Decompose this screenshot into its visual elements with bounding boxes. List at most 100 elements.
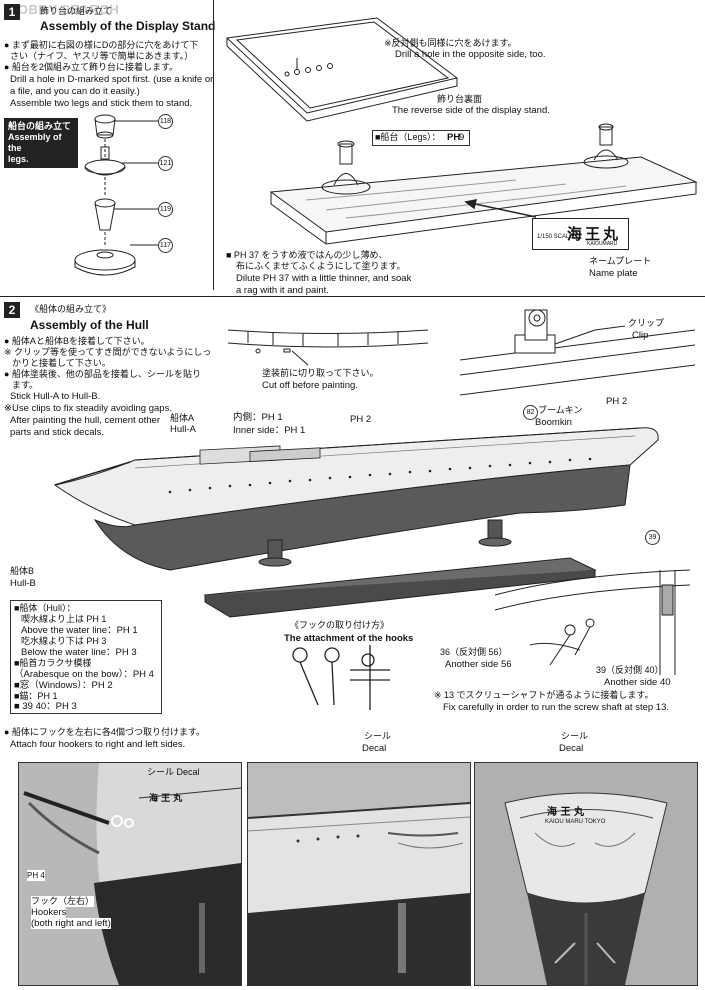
photo1-ph4: PH 4: [27, 870, 45, 881]
reverse-side-jp: 飾り台裏面: [437, 94, 483, 104]
hull-a-jp: 船体A: [170, 413, 195, 423]
photo3-ship-sub: KAIOU MARU TOKYO: [545, 819, 606, 825]
clip-detail-drawing: [459, 309, 696, 396]
step2-line-7: ※Use clips to fix steadily avoiding gaps…: [4, 403, 172, 414]
photo1-hooks-jp: フック（左右）: [31, 896, 95, 907]
step1-line-1: ● まず最初に右図の様にDの部分に穴をあけて下: [4, 40, 199, 50]
legs-box-en-2: legs.: [8, 154, 29, 164]
step2-line-9: parts and stick decals.: [10, 427, 104, 438]
legend-line-1: ■船体（Hull）：: [14, 603, 76, 613]
stand-reverse-drawing: [225, 17, 459, 122]
step1-vertical-divider: [213, 0, 214, 290]
legs-label: ■船台（Legs）：: [375, 132, 441, 142]
legend-line-3: Above the water line：PH 1: [21, 625, 138, 636]
hookers-en: Attach four hookers to right and left si…: [10, 739, 186, 750]
photo-stern-image: [475, 763, 697, 985]
nameplate-jp: ネームプレート: [589, 256, 652, 266]
opposite-hole-en: Drill a hole in the opposite side, too.: [395, 49, 546, 60]
photo1-hooks-en-2: (both right and left): [31, 918, 111, 929]
inner-side-jp: 内側：PH 1: [233, 412, 283, 423]
step2-line-1: ● 船体Aと船体Bを接着して下さい。: [4, 336, 150, 346]
step1-line-2: さい（ナイフ、ヤスリ等で簡単にあきます。）: [10, 51, 194, 61]
hookers-jp: ● 船体にフックを左右に各4個づつ取り付けます。: [4, 727, 206, 737]
part-119: 119: [158, 202, 173, 217]
step1-number: 1: [4, 4, 20, 20]
photo2-decal-jp-label: シール: [364, 731, 392, 741]
paint-legend: ■船体（Hull）： 喫水線より上は PH 1 Above the water …: [10, 600, 162, 714]
legs-label-box: ■船台（Legs）： PH 9: [372, 130, 470, 146]
nameplate: 1/150 SCALE 海王丸 KAIOUMARU: [532, 218, 629, 250]
part-39: 39: [645, 530, 660, 545]
legs-box-en-1: Assembly of the: [8, 132, 62, 153]
photo2-decal-en-label: Decal: [362, 743, 387, 754]
step1-line-4: Drill a hole in D-marked spot first. (us…: [10, 74, 214, 85]
step2-line-4: ● 船体塗装後、他の部品を接着し、シールを貼り: [4, 369, 201, 379]
inner-side-en: Inner side：PH 1: [233, 425, 306, 436]
photo-stern: 海 王 丸 KAIOU MARU TOKYO: [474, 762, 698, 986]
cut-off-en: Cut off before painting.: [262, 380, 358, 391]
step1-line-3: ● 船台を2個組み立て飾り台に接着します。: [4, 62, 179, 72]
step1-line-6: Assemble two legs and stick them to stan…: [10, 98, 193, 109]
paint-line-1: ■ PH 37 をうすめ液ではんの少し薄め、: [226, 250, 388, 260]
legs-assembly-box: 船台の組み立て Assembly of the legs.: [4, 118, 78, 168]
screw-shaft-en: Fix carefully in order to run the screw …: [443, 702, 669, 713]
paint-line-3: Dilute PH 37 with a little thinner, and …: [236, 273, 412, 284]
step2-line-3: かりと接着して下さい。: [12, 358, 111, 368]
another-side-40-jp: 39（反対側 40）: [596, 665, 664, 675]
part-82: 82: [523, 405, 538, 420]
legend-line-7: （Arabesque on the bow）：PH 4: [14, 669, 154, 680]
step2-title-en: Assembly of the Hull: [30, 318, 149, 332]
screw-shaft-jp: ※ 13 でスクリューシャフトが通るように接着します。: [434, 690, 654, 700]
photo3-decal-en: Decal: [559, 743, 584, 754]
hull-b-jp: 船体B: [10, 566, 35, 576]
screw-shaft-detail-drawing: [494, 569, 691, 675]
legend-line-10: ■ 39 40：PH 3: [14, 701, 77, 712]
clip-jp: クリップ: [628, 318, 665, 328]
hull-b-en: Hull-B: [10, 578, 36, 589]
step-divider: [0, 296, 705, 297]
step2-line-2: ※ クリップ等を使ってすき間ができないようにしっ: [4, 347, 212, 357]
another-side-56-en: Another side 56: [445, 659, 512, 670]
cut-off-jp: 塗装前に切り取って下さい。: [262, 368, 379, 378]
part-118: 118: [158, 114, 173, 129]
legend-line-8: ■窓（Windows）：PH 2: [14, 680, 113, 691]
reverse-side-en: The reverse side of the display stand.: [392, 105, 550, 116]
legend-line-6: ■船首カラクサ模様: [14, 658, 92, 668]
hook-drawing: [292, 645, 390, 710]
photo-bow: シール Decal 海 王 丸 PH 4 フック（左右） Hookers (bo…: [18, 762, 242, 986]
ph2-label-right: PH 2: [606, 396, 628, 407]
part-117: 117: [158, 238, 173, 253]
leg-assembly-drawing: [74, 114, 158, 276]
photo-side: シール: [247, 762, 471, 986]
legs-ref: PH: [447, 132, 461, 143]
boomkin-jp: ブームキン: [538, 405, 583, 415]
boomkin-en: Boomkin: [535, 417, 572, 428]
legs-ref-num: 9: [459, 132, 465, 143]
step2-number: 2: [4, 302, 20, 318]
step1-title-en: Assembly of the Display Stand: [40, 19, 216, 33]
nameplate-chars: 海王丸: [567, 225, 622, 243]
step2-line-5: ます。: [12, 380, 39, 390]
watermark-logo: HOBBY SEARCH: [8, 2, 120, 17]
stand-with-legs-drawing: [269, 123, 698, 245]
step1-line-5: a file, and you can do it easily.): [10, 86, 140, 97]
part-121: 121: [158, 156, 173, 171]
photo1-hooks-en-1: Hookers: [31, 907, 67, 918]
legend-line-9: ■錨：PH 1: [14, 691, 58, 701]
hooks-title-en: The attachment of the hooks: [284, 633, 414, 644]
step1-title-jp: 飾り台の組み立て: [40, 6, 113, 16]
paint-line-4: a rag with it and paint.: [236, 285, 329, 296]
another-side-40-en: Another side 40: [604, 677, 671, 688]
clip-en: Clip: [632, 330, 649, 341]
photo3-decal-jp: シール: [561, 731, 589, 741]
cut-off-detail-drawing: [227, 329, 429, 366]
legend-line-2: 喫水線より上は PH 1: [21, 614, 107, 624]
another-side-56-jp: 36（反対側 56）: [440, 647, 508, 657]
photo3-ship-name: 海 王 丸: [547, 807, 584, 818]
photo1-ship-name: 海 王 丸: [149, 794, 183, 804]
nameplate-scale: 1/150 SCALE: [537, 234, 574, 240]
paint-line-2: 布にふくませてふくようにして塗ります。: [236, 261, 406, 271]
legend-line-5: Below the water line：PH 3: [21, 647, 137, 658]
photo-bow-image: [19, 763, 241, 985]
hull-a-en: Hull-A: [170, 424, 196, 435]
